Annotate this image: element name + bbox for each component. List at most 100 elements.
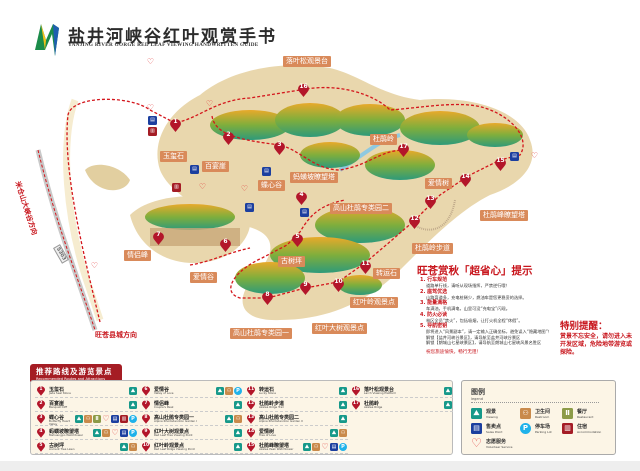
row-number: 6 <box>144 387 148 392</box>
viewing-icon: ⛰ <box>234 401 242 409</box>
map-marker-2[interactable]: 2 <box>223 130 234 145</box>
row-number: 11 <box>247 387 255 392</box>
map-marker-7[interactable]: 7 <box>153 230 164 245</box>
map-marker-6[interactable]: 6 <box>220 237 231 252</box>
map-label[interactable]: 高山杜鹃专类园二 <box>330 203 392 214</box>
marker-number: 2 <box>226 131 231 138</box>
map-marker-8[interactable]: 8 <box>262 290 273 305</box>
map-label[interactable]: 转运石 <box>373 268 400 279</box>
attraction-name-en: Jade Seal Stone <box>49 390 71 395</box>
viewing-icon: ⛰ <box>216 387 224 395</box>
row-number: 3 <box>39 415 43 420</box>
map-marker-11[interactable]: 11 <box>360 259 371 274</box>
map-label[interactable]: 爱情树 <box>425 178 452 189</box>
map-label[interactable]: 落叶松观景台 <box>283 56 331 67</box>
map-marker-12[interactable]: 12 <box>409 214 420 229</box>
attraction-name-en: Couple's Peak <box>154 404 174 409</box>
map-label[interactable]: 杜鹃岭步道 <box>412 243 453 254</box>
row-number: 10 <box>142 443 150 448</box>
attraction-name: 高山杜鹃专类园二 <box>259 415 300 421</box>
legend-label: 卫生间 <box>535 409 551 415</box>
attraction-name-en: Red Leaf Ridge Viewing Point <box>154 446 195 451</box>
map-marker-10[interactable]: 10 <box>333 277 344 292</box>
row-number: 7 <box>144 401 148 406</box>
tip-text: 山路弯道多，充电桩稀少，燃油车是您更稳妥的选择。 <box>426 294 527 300</box>
routes-title: 推荐路线及游览景点 <box>36 367 113 376</box>
marker-number: 9 <box>303 281 308 288</box>
map-marker-1[interactable]: 1 <box>170 117 181 132</box>
map-marker-5[interactable]: 5 <box>292 232 303 247</box>
map-label[interactable]: 杜鹃岭 <box>370 134 397 145</box>
accommodation-icon: ▥ <box>148 127 157 136</box>
volunteer-icon: ♡ <box>205 99 214 108</box>
map-marker-14[interactable]: 14 <box>460 172 471 187</box>
row-number: 5 <box>39 443 43 448</box>
map-label[interactable]: 爱情谷 <box>190 272 217 283</box>
legend-label-en: Restaurant <box>577 414 594 419</box>
row-number: 8 <box>144 415 148 420</box>
map-label[interactable]: 杜鹃峰瞭望塔 <box>480 210 528 221</box>
map-label[interactable]: 情侣峰 <box>124 250 151 261</box>
map-label[interactable]: 玉玺石 <box>160 151 187 162</box>
restroom-icon: ⚇ <box>84 415 92 423</box>
viewing-icon: ⛰ <box>129 387 137 395</box>
map-label[interactable]: 红叶岭观景点 <box>350 297 398 308</box>
map-marker-15[interactable]: 15 <box>495 156 506 171</box>
marker-number: 4 <box>299 191 304 198</box>
logo <box>35 24 59 56</box>
facility-icons: ⛰⚇ <box>330 429 347 437</box>
map-label[interactable]: 高山杜鹃专类园一 <box>230 328 292 339</box>
viewing-icon: ⛰ <box>444 387 452 395</box>
tips-list: 1. 行车规范道路单行线，请听从现场指挥，严禁逆行哦！2. 座驾优选山路弯道多，… <box>420 277 554 355</box>
map-label[interactable]: 古树坪 <box>278 256 305 267</box>
map-marker-16[interactable]: 16 <box>298 82 309 97</box>
map-marker-9[interactable]: 9 <box>300 280 311 295</box>
routes-header: 推荐路线及游览景点 Recommended Routes and Attract… <box>30 364 122 382</box>
accommodation-icon: ▥ <box>562 423 573 434</box>
marker-number: 8 <box>265 291 270 298</box>
attraction-name: 古树坪 <box>49 443 65 449</box>
map-marker-13[interactable]: 13 <box>425 194 436 209</box>
map-label[interactable]: 蝶心谷 <box>258 180 285 191</box>
map-label[interactable]: 百宴崖 <box>202 161 229 172</box>
location-pin-icon <box>247 414 255 424</box>
attraction-name-en: Butterfly Heart Valley <box>49 418 70 426</box>
legend-label: 住宿 <box>577 424 588 430</box>
map-marker-3[interactable]: 3 <box>274 140 285 155</box>
routes-subtitle: Recommended Routes and Attractions <box>36 377 106 381</box>
map-marker-4[interactable]: 4 <box>296 190 307 205</box>
access-road <box>63 98 104 322</box>
tip-heading: 1. 行车规范 <box>420 277 448 283</box>
wall <box>150 228 240 246</box>
legend-label: 售卖点 <box>486 424 502 430</box>
map-marker-17[interactable]: 17 <box>398 142 409 157</box>
road-direction <box>37 149 96 331</box>
map-label[interactable]: 蚂蟥坡瞭望塔 <box>290 172 338 183</box>
location-pin-icon <box>352 386 360 396</box>
terrain <box>85 164 130 191</box>
map-label[interactable]: 红叶大树观景点 <box>312 323 367 334</box>
legend-title: 图例 <box>471 388 485 396</box>
volunteer-icon: ♡ <box>146 57 155 66</box>
restaurant-icon: Ⅱ <box>93 415 101 423</box>
